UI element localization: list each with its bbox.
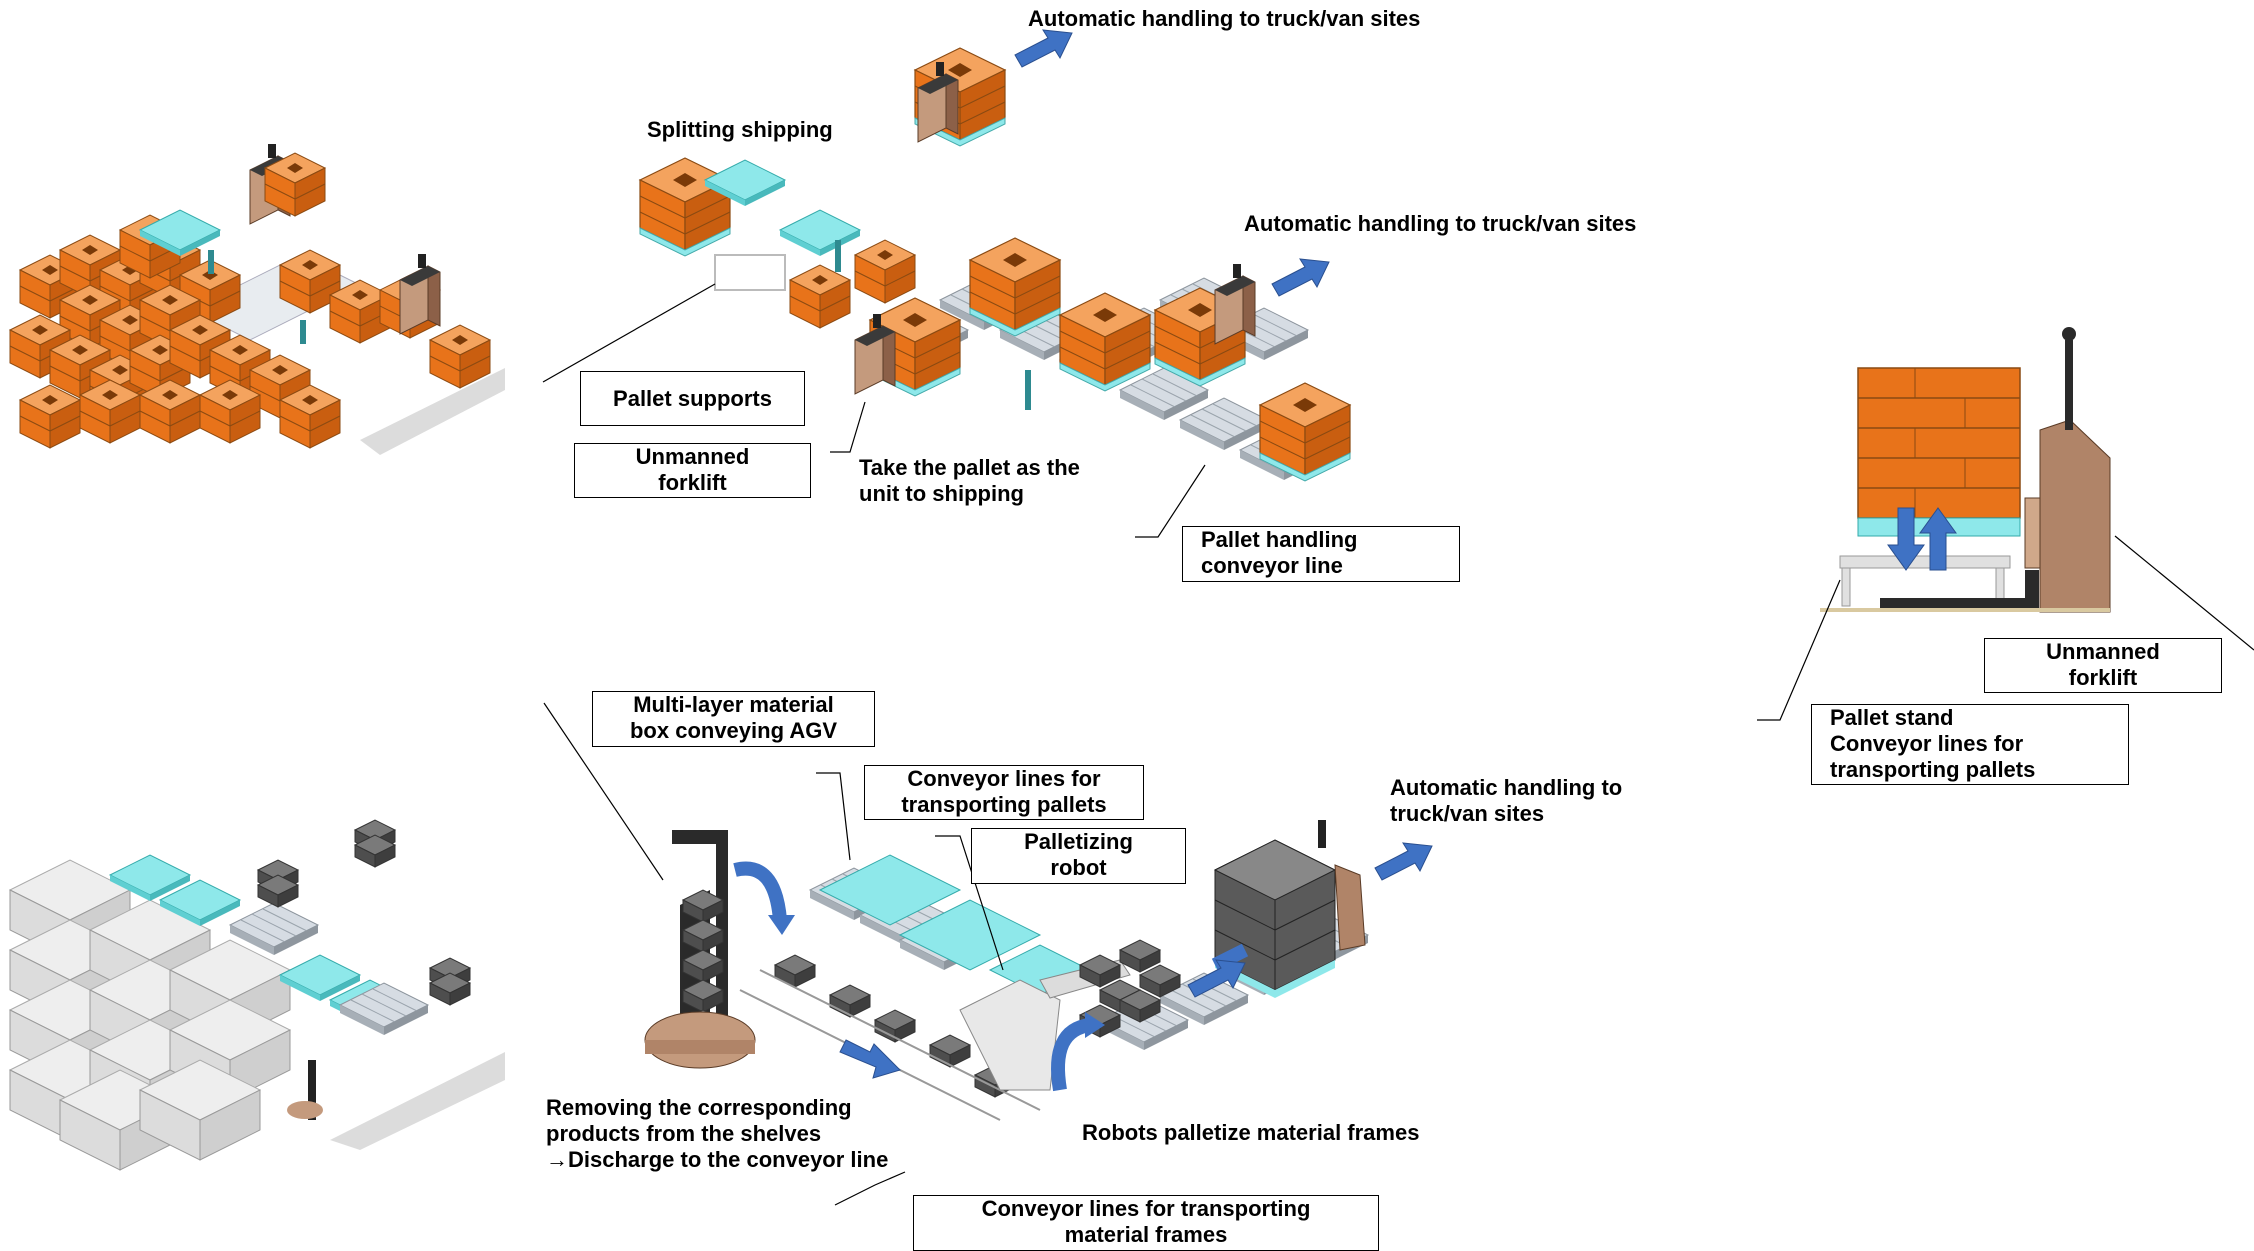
conv-pallets-line2: transporting pallets — [901, 792, 1107, 817]
removing-line2: products from the shelves — [546, 1121, 822, 1146]
label-auto-truck-bottom: Automatic handling to truck/van sites — [1390, 775, 1622, 827]
label-robots-palletize: Robots palletize material frames — [1082, 1120, 1420, 1145]
label-unmanned-forklift-right: Unmanned forklift — [1984, 638, 2222, 693]
palletizing-scene — [644, 820, 1369, 1121]
palletizing-line1: Palletizing — [1024, 829, 1133, 854]
pallet-stand-line3: transporting pallets — [1830, 757, 2036, 782]
pallet-stand-line2: Conveyor lines for — [1830, 731, 2024, 756]
warehouse-rack-scene-top — [9, 143, 505, 455]
agv-line1: Multi-layer material — [633, 692, 834, 717]
right-forklift-line2: forklift — [2068, 665, 2138, 690]
flow-arrows — [733, 29, 1433, 1092]
conv-frames-line1: Conveyor lines for transporting — [981, 1196, 1311, 1221]
pallet-supports-text: Pallet supports — [613, 386, 772, 411]
label-conveyor-frames: Conveyor lines for transporting material… — [913, 1195, 1379, 1251]
label-removing-products: Removing the corresponding products from… — [546, 1095, 888, 1173]
label-pallet-stand: Pallet stand Conveyor lines for transpor… — [1811, 704, 2129, 785]
pallet-handling-line1: Pallet handling — [1201, 527, 1358, 552]
leader-lines — [542, 283, 2254, 1206]
shipping-conveyor-scene — [639, 47, 1351, 482]
label-splitting-shipping: Splitting shipping — [647, 117, 833, 142]
take-pallet-line1: Take the pallet as the — [859, 455, 1080, 480]
label-auto-truck-top: Automatic handling to truck/van sites — [1028, 6, 1421, 31]
auto-truck-3-line2: truck/van sites — [1390, 801, 1545, 826]
label-pallet-supports: Pallet supports — [580, 371, 805, 426]
removing-line3: →Discharge to the conveyor line — [546, 1147, 889, 1172]
unmanned-forklift-line2: forklift — [658, 470, 727, 495]
right-forklift-line1: Unmanned — [2046, 639, 2160, 664]
pallet-stand-scene — [1820, 327, 2111, 613]
auto-truck-3-line1: Automatic handling to — [1390, 775, 1623, 800]
agv-line2: box conveying AGV — [629, 718, 837, 743]
label-unmanned-forklift-top: Unmanned forklift — [574, 443, 811, 498]
palletizing-line2: robot — [1050, 855, 1107, 880]
label-conveyor-pallets: Conveyor lines for transporting pallets — [864, 765, 1144, 820]
warehouse-shelf-scene-bottom — [9, 819, 505, 1171]
label-auto-truck-mid: Automatic handling to truck/van sites — [1244, 211, 1637, 236]
removing-line1: Removing the corresponding — [546, 1095, 852, 1120]
pallet-handling-line2: conveyor line — [1201, 553, 1343, 578]
unmanned-forklift-line1: Unmanned — [635, 444, 750, 469]
conv-frames-line2: material frames — [1064, 1222, 1228, 1247]
label-pallet-handling-conveyor: Pallet handling conveyor line — [1182, 526, 1460, 582]
label-palletizing-robot: Palletizing robot — [971, 828, 1186, 884]
label-take-pallet: Take the pallet as the unit to shipping — [859, 455, 1080, 507]
pallet-stand-line1: Pallet stand — [1830, 705, 1954, 730]
take-pallet-line2: unit to shipping — [859, 481, 1024, 506]
label-multilayer-agv: Multi-layer material box conveying AGV — [592, 691, 875, 747]
conv-pallets-line1: Conveyor lines for — [907, 766, 1101, 791]
